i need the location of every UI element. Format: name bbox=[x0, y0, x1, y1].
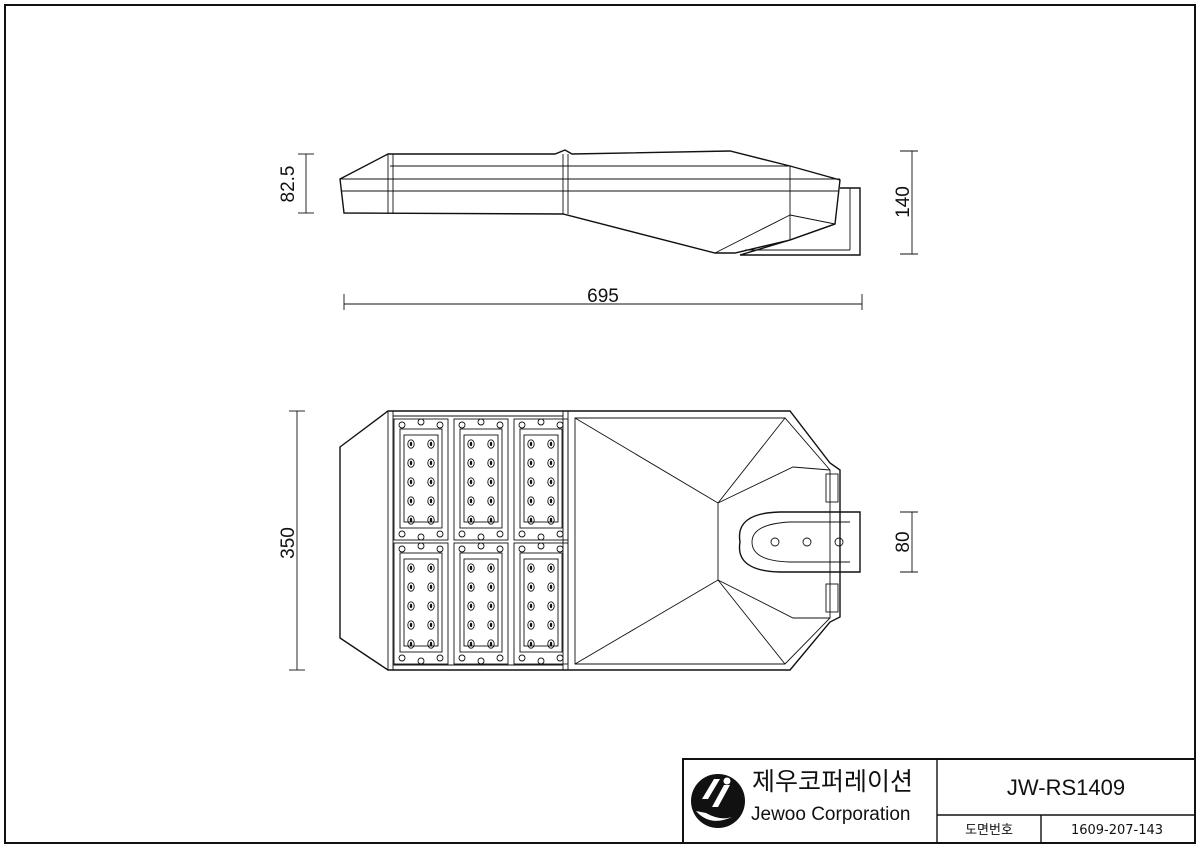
led-chip bbox=[407, 563, 415, 573]
led-chip bbox=[487, 620, 495, 630]
dim-total-height-label: 140 bbox=[893, 186, 914, 218]
led-chip bbox=[467, 582, 475, 592]
led-chip bbox=[407, 458, 415, 468]
led-chip bbox=[427, 496, 435, 506]
led-chip bbox=[547, 620, 555, 630]
led-chip bbox=[427, 620, 435, 630]
led-chip bbox=[427, 515, 435, 525]
led-chip bbox=[487, 515, 495, 525]
led-chip bbox=[467, 439, 475, 449]
jewoo-logo-icon bbox=[691, 774, 745, 828]
led-chip bbox=[527, 601, 535, 611]
led-chip bbox=[487, 563, 495, 573]
drawing-number-label: 도면번호 bbox=[965, 823, 1013, 838]
led-chip bbox=[407, 601, 415, 611]
led-chip bbox=[467, 477, 475, 487]
led-chip bbox=[547, 515, 555, 525]
led-chip bbox=[407, 515, 415, 525]
dim-width-label: 350 bbox=[278, 527, 299, 559]
led-chip bbox=[487, 639, 495, 649]
dim-side-height: 82.5 bbox=[278, 153, 314, 214]
drawing-number: 1609-207-143 bbox=[1071, 823, 1163, 838]
led-chip bbox=[427, 582, 435, 592]
company-name-ko: 제우코퍼레이션 bbox=[752, 767, 913, 796]
led-chip bbox=[547, 458, 555, 468]
led-chip bbox=[547, 439, 555, 449]
led-chip bbox=[547, 582, 555, 592]
led-chip bbox=[407, 582, 415, 592]
dim-width: 350 bbox=[278, 410, 305, 671]
led-chip bbox=[487, 458, 495, 468]
led-chip bbox=[407, 477, 415, 487]
led-chip bbox=[467, 563, 475, 573]
led-chip bbox=[487, 582, 495, 592]
led-chip bbox=[547, 563, 555, 573]
led-chip bbox=[527, 563, 535, 573]
model-number: JW-RS1409 bbox=[1007, 775, 1125, 800]
led-chip bbox=[527, 639, 535, 649]
led-module bbox=[393, 542, 449, 665]
led-chip bbox=[547, 639, 555, 649]
led-chip bbox=[427, 458, 435, 468]
dim-total-height: 140 bbox=[893, 150, 918, 255]
led-chip bbox=[487, 477, 495, 487]
led-module-grid bbox=[393, 418, 569, 665]
led-chip bbox=[427, 477, 435, 487]
led-chip bbox=[527, 620, 535, 630]
led-module bbox=[513, 542, 569, 665]
led-chip bbox=[427, 601, 435, 611]
led-chip bbox=[467, 639, 475, 649]
led-chip bbox=[487, 496, 495, 506]
title-block: 제우코퍼레이션 Jewoo Corporation JW-RS1409 도면번호… bbox=[682, 758, 1196, 844]
led-chip bbox=[427, 439, 435, 449]
led-chip bbox=[527, 515, 535, 525]
led-chip bbox=[467, 620, 475, 630]
company-name-en: Jewoo Corporation bbox=[751, 804, 910, 825]
led-chip bbox=[407, 620, 415, 630]
side-view bbox=[339, 149, 861, 256]
led-chip bbox=[407, 496, 415, 506]
led-chip bbox=[467, 515, 475, 525]
led-chip bbox=[527, 477, 535, 487]
led-chip bbox=[487, 601, 495, 611]
led-module bbox=[513, 418, 569, 541]
led-chip bbox=[527, 439, 535, 449]
dim-length: 695 bbox=[343, 286, 863, 310]
led-chip bbox=[427, 563, 435, 573]
led-chip bbox=[407, 639, 415, 649]
led-chip bbox=[467, 496, 475, 506]
led-chip bbox=[427, 639, 435, 649]
led-chip bbox=[407, 439, 415, 449]
led-chip bbox=[527, 458, 535, 468]
led-chip bbox=[527, 496, 535, 506]
led-module bbox=[453, 418, 509, 541]
top-view bbox=[339, 410, 861, 671]
dim-arm-width-label: 80 bbox=[893, 531, 914, 552]
dim-side-height-label: 82.5 bbox=[278, 166, 299, 203]
drawing-border bbox=[4, 4, 1196, 844]
led-chip bbox=[547, 496, 555, 506]
dim-length-label: 695 bbox=[587, 286, 619, 307]
led-chip bbox=[547, 601, 555, 611]
led-chip bbox=[467, 601, 475, 611]
led-chip bbox=[467, 458, 475, 468]
dim-arm-width: 80 bbox=[893, 511, 918, 573]
led-chip bbox=[547, 477, 555, 487]
led-chip bbox=[527, 582, 535, 592]
led-chip bbox=[487, 439, 495, 449]
led-module bbox=[393, 418, 449, 541]
led-module bbox=[453, 542, 509, 665]
